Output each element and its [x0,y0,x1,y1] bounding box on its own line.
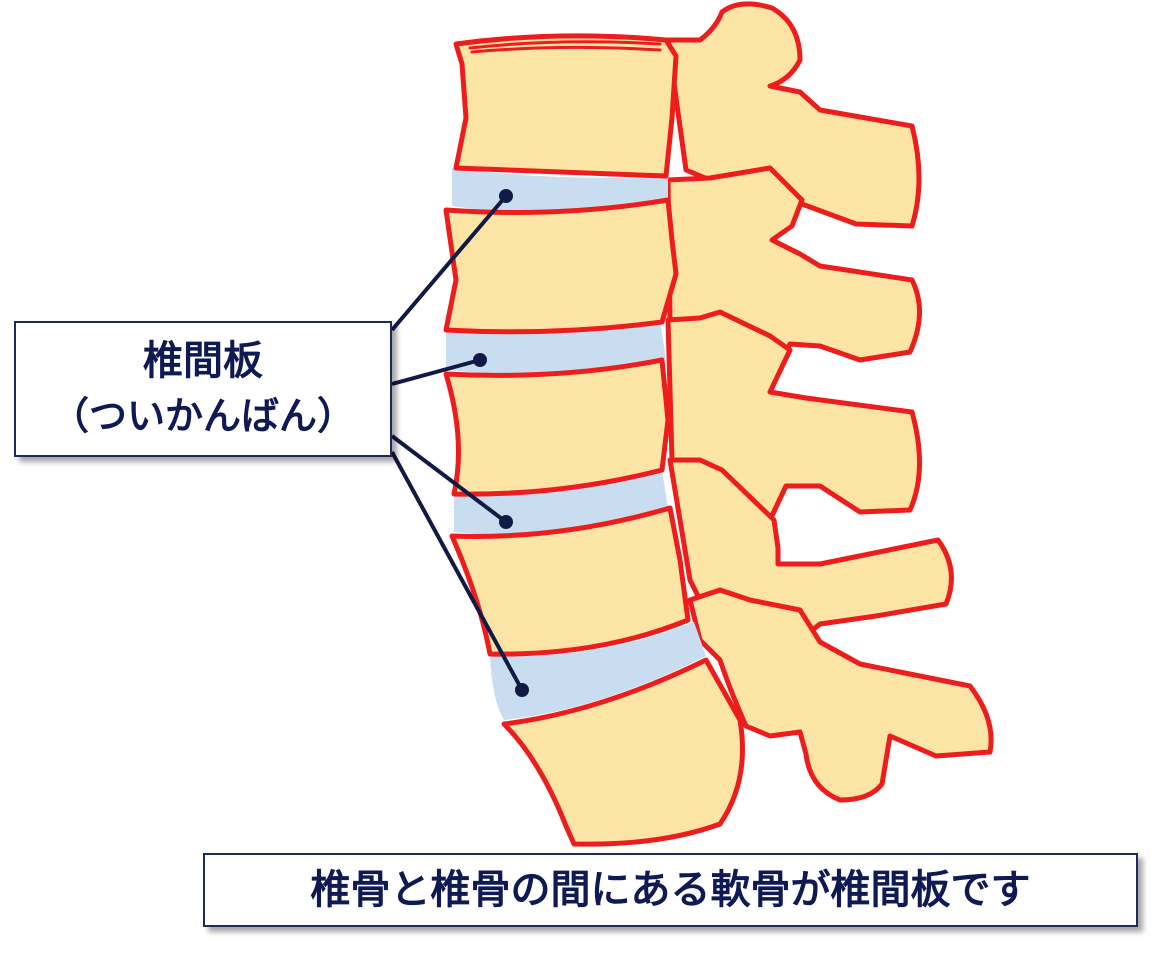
vertebral-body-3 [443,357,671,497]
posterior-element-3 [665,309,923,523]
disc-marker-2 [473,353,487,367]
caption-text: 椎骨と椎骨の間にある軟骨が椎間板です [310,867,1031,913]
caption-box: 椎骨と椎骨の間にある軟骨が椎間板です [203,853,1138,927]
leader-line-1 [390,194,508,332]
disc-label-reading: （ついかんばん） [50,394,355,438]
disc-2 [446,322,666,374]
posterior-element-5 [687,587,994,803]
vertebral-body-2 [443,197,679,335]
disc-marker-3 [499,515,513,529]
disc-label-box: 椎間板 （ついかんばん） [14,321,392,457]
posterior-element-1 [665,1,922,229]
disc-label-title: 椎間板 [143,338,263,384]
leader-line-3 [390,434,508,524]
leader-line-2 [391,358,481,386]
disc-1 [452,168,668,217]
vertebra-top-rim [468,40,662,54]
vertebral-body-1 [453,33,679,179]
disc-4 [490,622,706,720]
vertebral-body-5 [501,657,745,847]
leader-line-4 [390,451,524,691]
disc-marker-4 [515,683,529,697]
disc-marker-1 [499,189,513,203]
